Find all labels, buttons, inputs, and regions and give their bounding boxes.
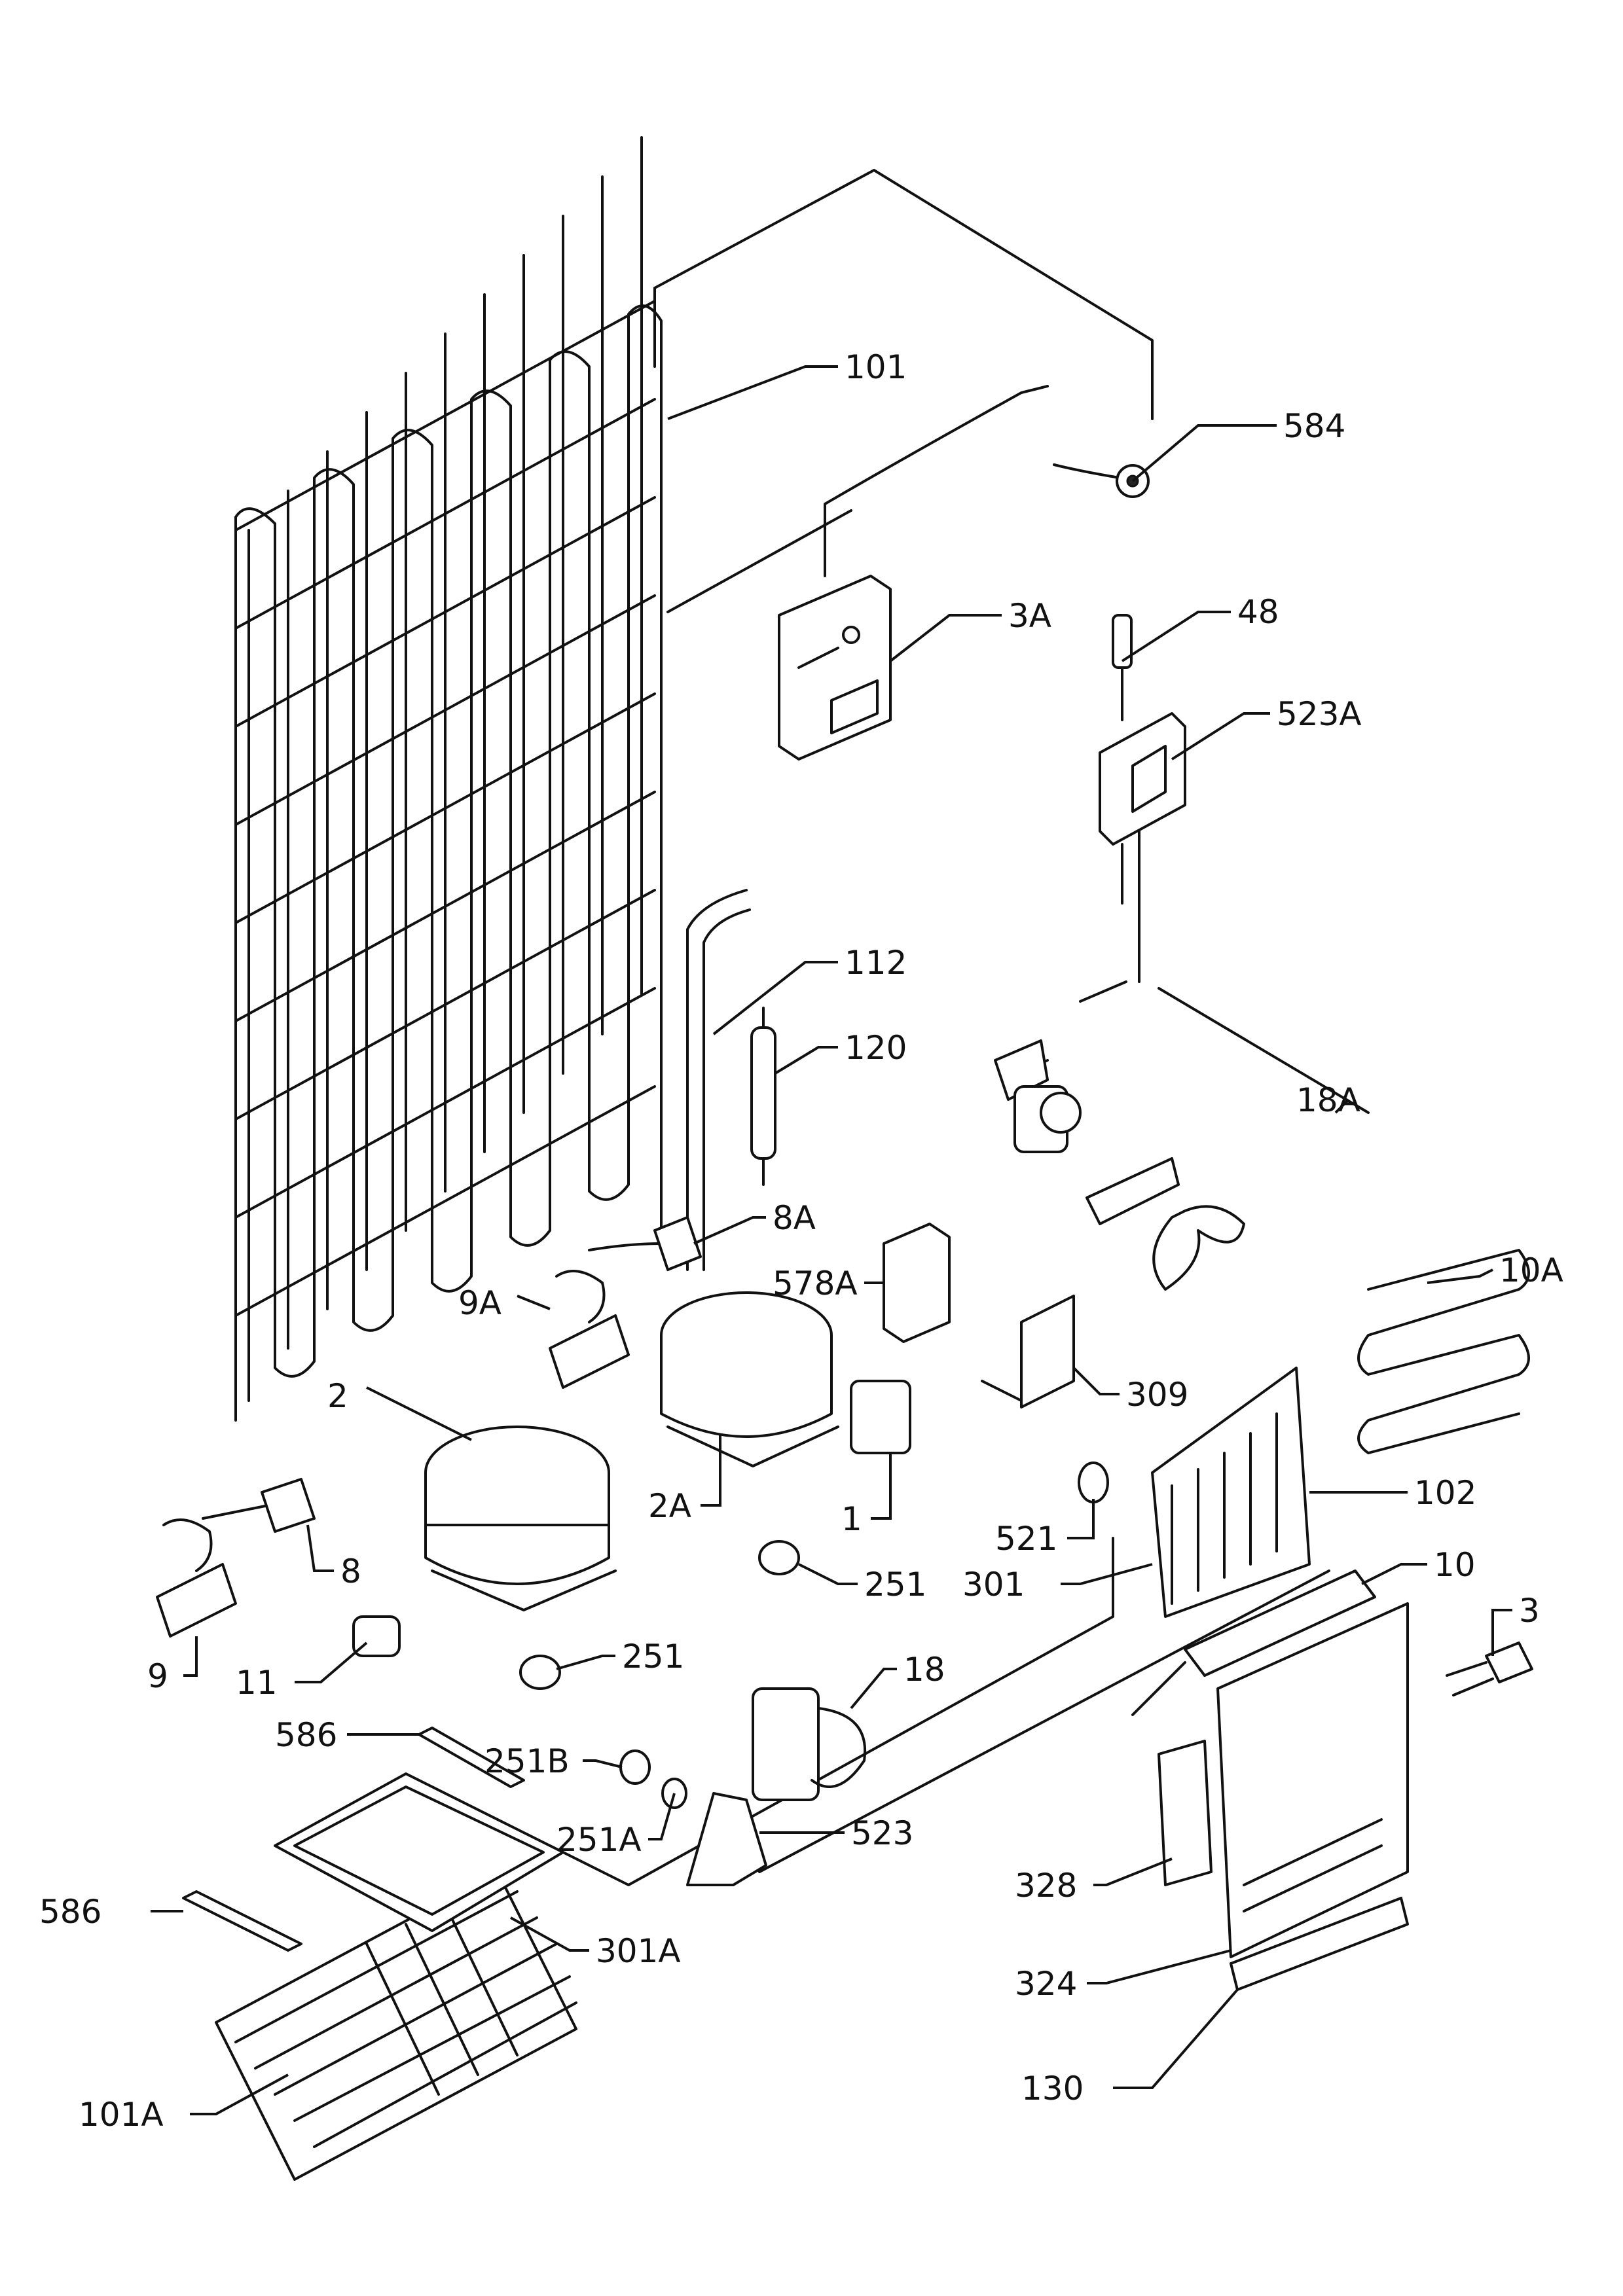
- callout-2: 2: [327, 1377, 348, 1415]
- bracket-9: [156, 1518, 237, 1638]
- relay-8a: [588, 1216, 702, 1271]
- callout-48: 48: [1237, 593, 1279, 631]
- fan-assembly-18a: [994, 980, 1370, 1291]
- cabinet-outline: [549, 169, 1330, 1886]
- callout-18: 18: [903, 1651, 945, 1689]
- callout-101A: 101A: [79, 2096, 164, 2134]
- bracket-9a: [549, 1270, 630, 1389]
- callout-1: 1: [841, 1500, 862, 1538]
- compressor-2: [424, 1426, 617, 1611]
- part-48-and-523a: [1099, 614, 1186, 905]
- relay-1: [850, 1380, 911, 1454]
- grommet-251b: [619, 1749, 651, 1785]
- callout-labels: 101 584 3A 48 523A 112 120 18A 8A 578A 9…: [39, 348, 1563, 2134]
- callout-324: 324: [1015, 1965, 1077, 2003]
- washer-251a: [661, 1778, 687, 1809]
- bracket-309: [981, 1295, 1075, 1408]
- callout-120: 120: [845, 1029, 907, 1067]
- callout-102: 102: [1414, 1474, 1476, 1512]
- callout-9: 9: [147, 1657, 168, 1695]
- callout-523A: 523A: [1277, 695, 1362, 733]
- bottom-coil: [215, 1871, 577, 2181]
- rail-586-lower: [182, 1890, 302, 1952]
- grommet-521: [1078, 1462, 1109, 1503]
- callout-9A: 9A: [458, 1284, 501, 1322]
- callout-8A: 8A: [773, 1199, 816, 1237]
- rail-586-upper: [418, 1727, 525, 1788]
- evaporator-102: [1151, 1367, 1311, 1618]
- strip-130: [1230, 1897, 1409, 1991]
- callout-301: 301: [962, 1566, 1025, 1604]
- callout-10A: 10A: [1499, 1251, 1563, 1289]
- callout-584: 584: [1283, 407, 1345, 445]
- condenser-coil: [234, 136, 663, 1422]
- heater-10a: [1357, 1249, 1530, 1454]
- callout-251-lower: 251: [622, 1638, 684, 1676]
- thermostat-assembly: [778, 385, 1049, 761]
- callout-2A: 2A: [648, 1487, 691, 1525]
- callout-309: 309: [1126, 1376, 1188, 1414]
- capacitor-11: [352, 1615, 401, 1657]
- callout-521: 521: [995, 1520, 1057, 1558]
- callout-112: 112: [845, 944, 907, 982]
- callout-251A: 251A: [556, 1821, 642, 1859]
- callout-3A: 3A: [1008, 597, 1051, 635]
- relay-8: [202, 1478, 316, 1533]
- callout-leaders: [151, 365, 1512, 2115]
- bracket-523: [686, 1792, 767, 1886]
- callout-101: 101: [845, 348, 907, 386]
- compressor-2a: [660, 1291, 839, 1467]
- callout-251-upper: 251: [864, 1566, 926, 1604]
- grommet-251-upper: [758, 1540, 800, 1575]
- filter-drier-120: [750, 1007, 776, 1186]
- tube-112: [686, 889, 751, 1271]
- callout-586-lower: 586: [39, 1893, 101, 1931]
- callout-3: 3: [1519, 1592, 1540, 1630]
- plug-3: [1446, 1641, 1533, 1696]
- panel-324: [1216, 1602, 1409, 1958]
- callout-130: 130: [1021, 2070, 1084, 2108]
- callout-8: 8: [340, 1552, 361, 1590]
- part-578a: [883, 1223, 951, 1343]
- callout-11: 11: [236, 1664, 278, 1702]
- callout-586-upper: 586: [275, 1716, 337, 1754]
- callout-18A: 18A: [1296, 1081, 1360, 1119]
- fan-motor-18: [752, 1687, 867, 1801]
- cover-328: [1158, 1740, 1213, 1886]
- callout-10: 10: [1434, 1546, 1476, 1584]
- callout-328: 328: [1015, 1867, 1077, 1905]
- callout-301A: 301A: [596, 1932, 681, 1970]
- tray-301a: [274, 1772, 564, 1932]
- callout-523: 523: [851, 1814, 913, 1852]
- heater-10: [1131, 1570, 1376, 1716]
- callout-578A: 578A: [773, 1265, 858, 1302]
- callout-251B: 251B: [484, 1742, 570, 1780]
- grommet-251-lower: [519, 1655, 561, 1690]
